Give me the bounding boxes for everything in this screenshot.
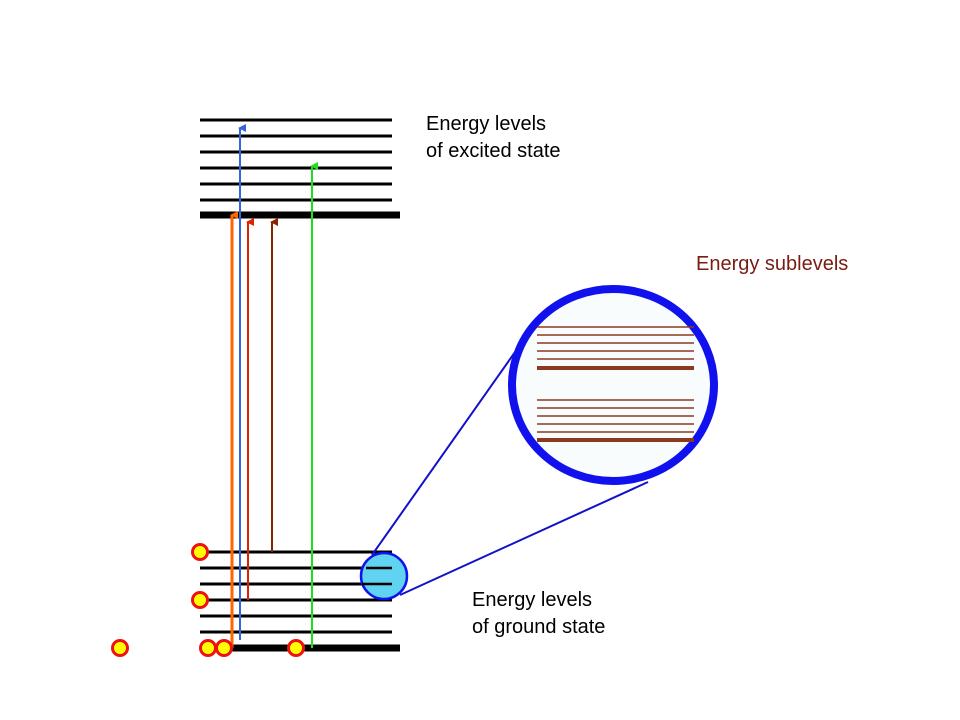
zoom-line-lower	[399, 481, 649, 596]
excited-state-levels	[200, 118, 400, 219]
particle	[191, 543, 209, 561]
ground-label-line2: of ground state	[472, 616, 606, 638]
particle	[111, 639, 129, 657]
zoom-lines	[371, 344, 649, 596]
particles	[111, 543, 305, 657]
sublevels-label: Energy sublevels	[696, 251, 848, 278]
sublevel-group-upper	[537, 326, 694, 370]
small-lens-circle	[359, 551, 409, 601]
magnifier	[508, 285, 718, 485]
magnifier-circle	[508, 285, 718, 485]
excited-state-label: Energy levels of excited state	[426, 111, 561, 165]
sublevel-group-lower	[537, 399, 694, 442]
ground-state-label: Energy levels of ground state	[472, 587, 605, 641]
sublevels-label-text: Energy sublevels	[696, 253, 849, 275]
excited-label-line1: Energy levels	[426, 113, 547, 135]
particle	[215, 639, 233, 657]
transition-arrows	[230, 124, 318, 648]
particle	[199, 639, 217, 657]
ground-label-line1: Energy levels	[472, 589, 593, 611]
particle	[191, 591, 209, 609]
small-lens	[359, 551, 409, 601]
zoom-line-upper	[371, 344, 521, 556]
excited-label-line2: of excited state	[426, 140, 561, 162]
particle	[287, 639, 305, 657]
